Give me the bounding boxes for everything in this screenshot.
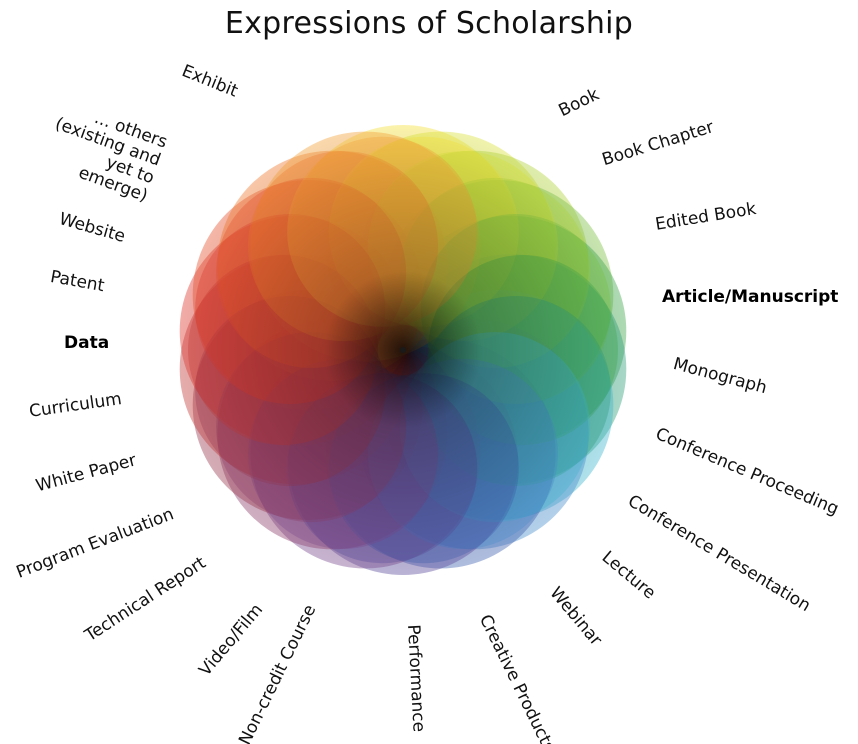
label-data: Data (64, 333, 110, 353)
label-article-manuscript: Article/Manuscript (662, 287, 839, 307)
wheel-center-dot (400, 347, 406, 353)
diagram-title: Expressions of Scholarship (224, 6, 634, 41)
